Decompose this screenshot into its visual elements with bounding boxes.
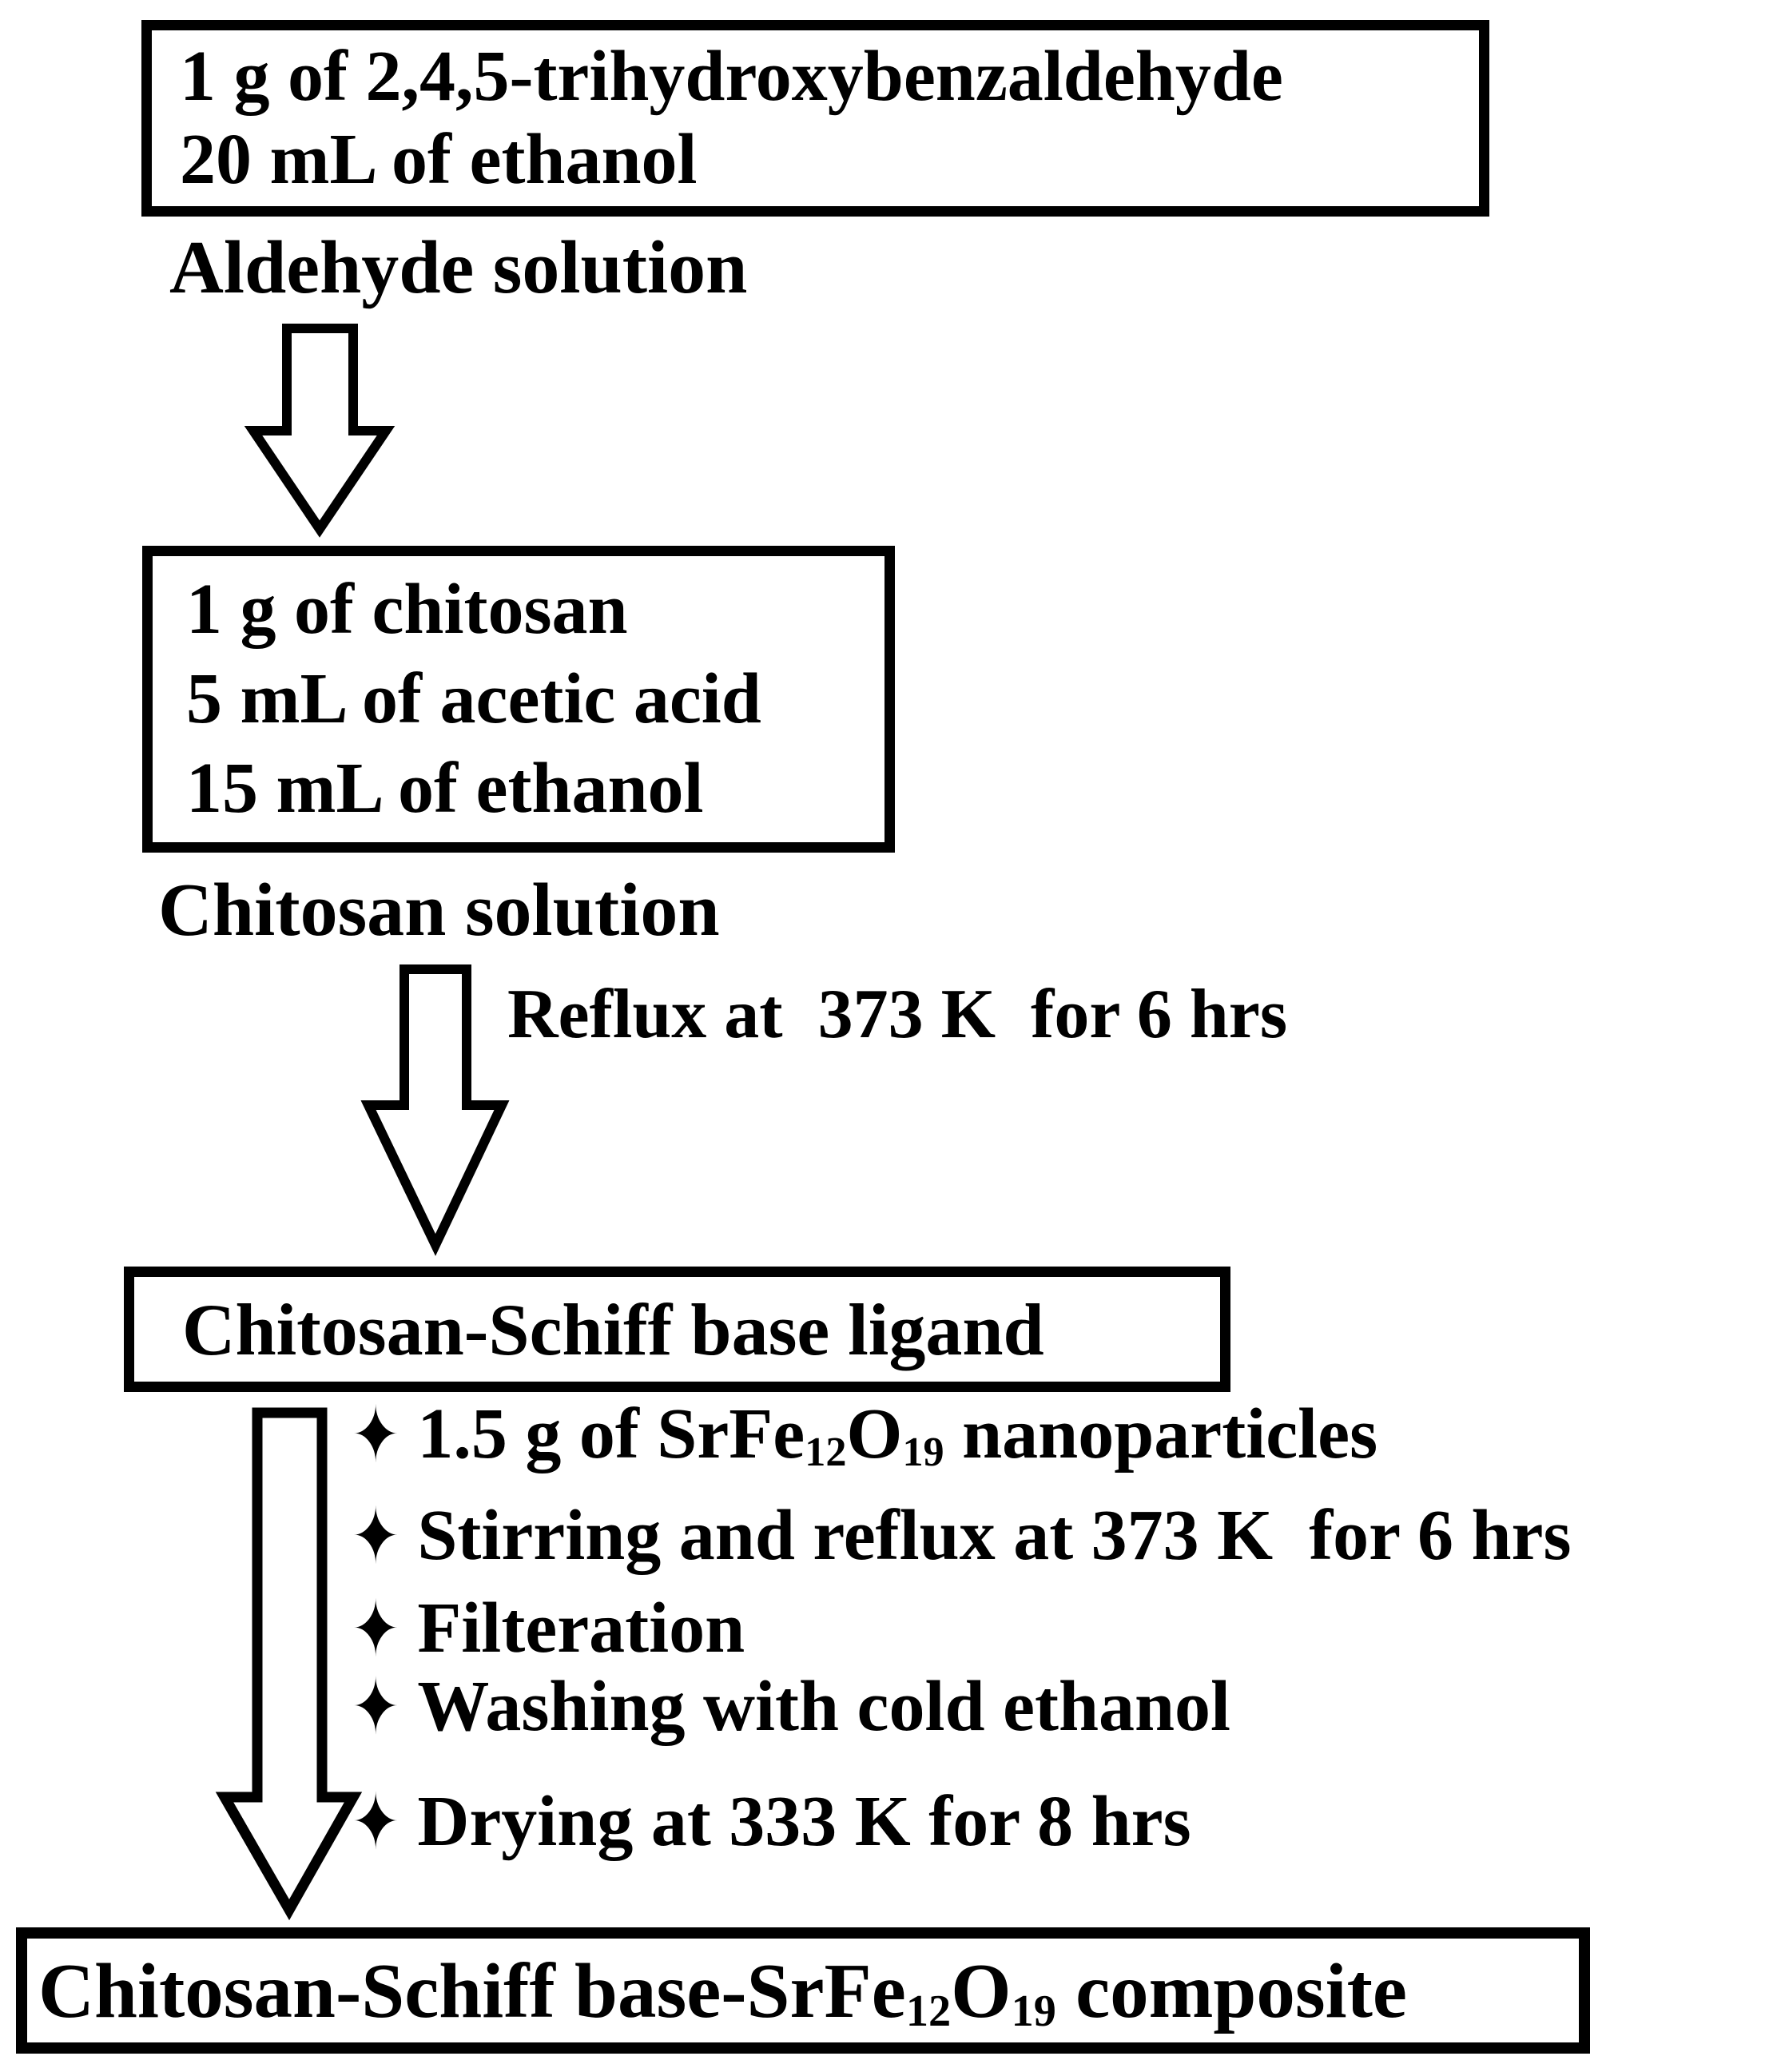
box-chitosan-ingredients: 1 g of chitosan 5 mL of acetic acid 15 m… [142,546,895,853]
box-line-composite-title: Chitosan-Schiff base-SrFe12O19 composite [38,1947,1407,2036]
four-pointed-star-icon: ✦ [352,1776,400,1867]
box-line-ligand-title: Chitosan-Schiff base ligand [182,1288,1044,1370]
box-schiff-base-ligand: Chitosan-Schiff base ligand [124,1267,1230,1392]
bullet-text: Filteration [417,1589,745,1668]
label-aldehyde-solution: Aldehyde solution [169,226,748,309]
list-item-washing: ✦ Washing with cold ethanol [352,1661,1231,1752]
down-arrow-icon [244,324,396,538]
label-chitosan-solution: Chitosan solution [158,869,720,952]
four-pointed-star-icon: ✦ [352,1583,400,1674]
down-arrow-icon [360,964,510,1256]
bullet-text: Washing with cold ethanol [417,1667,1231,1746]
four-pointed-star-icon: ✦ [352,1661,400,1752]
list-item-stirring-reflux: ✦ Stirring and reflux at 373 K for 6 hrs [352,1490,1572,1581]
bullet-text: 1.5 g of SrFe12O19 nanoparticles [417,1394,1378,1476]
box-final-composite: Chitosan-Schiff base-SrFe12O19 composite [16,1927,1590,2054]
list-item-drying: ✦ Drying at 333 K for 8 hrs [352,1776,1191,1867]
box-aldehyde-ingredients: 1 g of 2,4,5-trihydroxybenzaldehyde 20 m… [141,20,1489,217]
box-line-ethanol-amount: 20 mL of ethanol [180,119,698,199]
box-line-acetic-acid-amount: 5 mL of acetic acid [186,659,761,738]
list-item-nanoparticles: ✦ 1.5 g of SrFe12O19 nanoparticles [352,1389,1378,1480]
four-pointed-star-icon: ✦ [352,1490,400,1581]
down-arrow-icon [215,1407,363,1921]
label-reflux-conditions: Reflux at 373 K for 6 hrs [507,976,1288,1053]
bullet-text: Stirring and reflux at 373 K for 6 hrs [417,1496,1572,1575]
bullet-text: Drying at 333 K for 8 hrs [417,1782,1191,1861]
box-line-chitosan-amount: 1 g of chitosan [186,570,628,649]
list-item-filteration: ✦ Filteration [352,1589,745,1668]
box-line-aldehyde-amount: 1 g of 2,4,5-trihydroxybenzaldehyde [180,37,1283,117]
four-pointed-star-icon: ✦ [352,1389,400,1480]
box-line-ethanol-amount-2: 15 mL of ethanol [186,749,704,828]
